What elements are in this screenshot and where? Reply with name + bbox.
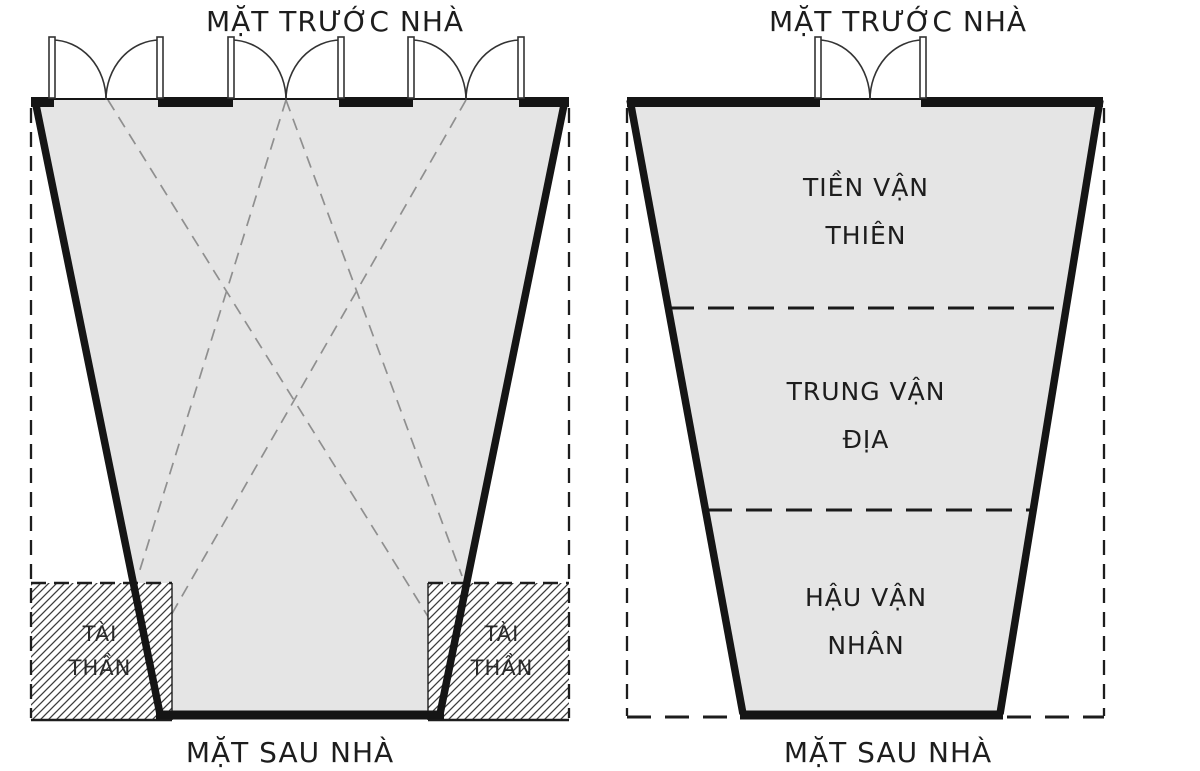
- right-plan: MẶT TRƯỚC NHÀ MẶT SAU NHÀ TIỀN VẬN THIÊN…: [625, 4, 1106, 769]
- right-back-label: MẶT SAU NHÀ: [784, 735, 992, 769]
- section-hau-van-line1: HẬU VẬN: [805, 583, 927, 612]
- left-trapezoid-walls: [31, 97, 569, 720]
- door1-left-leaf: [48, 36, 56, 99]
- sight-line-door2-left: [137, 99, 287, 577]
- door1-right-swing-arc: [105, 39, 161, 101]
- section-hau-van-line2: NHÂN: [827, 631, 904, 660]
- left-front-label: MẶT TRƯỚC NHÀ: [206, 4, 464, 38]
- section-trung-van-line2: ĐỊA: [843, 425, 890, 454]
- left-plot-dashed-rect: [29, 108, 571, 718]
- right-trapezoid-fill: [630, 100, 1100, 716]
- door3-left-swing-arc: [410, 39, 467, 101]
- door3-right-leaf: [517, 36, 525, 99]
- left-corner-label-line1: TÀI: [82, 621, 118, 646]
- wall-right-slant: [996, 99, 1104, 715]
- section-tien-van-line2: THIÊN: [825, 221, 907, 250]
- wall-right-slant: [436, 99, 569, 715]
- left-plan: MẶT TRƯỚC NHÀ MẶT SAU NHÀ TÀI THẦN TÀI T…: [29, 4, 571, 769]
- door2-right-swing-arc: [285, 39, 342, 101]
- door-right-leaf: [919, 36, 927, 99]
- right-corner-label-line2: THẦN: [470, 653, 534, 680]
- right-front-label: MẶT TRƯỚC NHÀ: [769, 4, 1027, 38]
- door3-right-swing-arc: [465, 39, 522, 101]
- sight-line-door3-left: [149, 99, 467, 653]
- door1-left-swing-arc: [51, 39, 107, 101]
- section-tien-van-line1: TIỀN VẬN: [802, 170, 929, 202]
- left-doors: [48, 36, 525, 101]
- left-trapezoid-fill: [35, 100, 565, 716]
- door2-left-leaf: [227, 36, 235, 99]
- left-back-label: MẶT SAU NHÀ: [186, 735, 394, 769]
- door1-right-leaf: [156, 36, 164, 99]
- door3-left-leaf: [407, 36, 415, 99]
- sight-line-door2-right: [285, 99, 463, 577]
- door-right-swing-arc: [869, 39, 924, 101]
- section-dividers: [668, 306, 1067, 512]
- right-door: [814, 36, 927, 101]
- wall-left-slant: [626, 99, 747, 715]
- sight-line-door1-right: [107, 99, 451, 653]
- right-corner-label-line1: TÀI: [484, 621, 520, 646]
- wall-left-slant: [31, 99, 164, 715]
- right-trapezoid-walls: [626, 97, 1104, 720]
- door2-left-swing-arc: [230, 39, 287, 101]
- left-corner-label-line2: THẦN: [68, 653, 132, 680]
- door-left-leaf: [814, 36, 822, 99]
- door-left-swing-arc: [817, 39, 871, 101]
- door2-right-leaf: [337, 36, 345, 99]
- section-trung-van-line1: TRUNG VẬN: [786, 377, 946, 406]
- door-sight-lines: [107, 99, 467, 653]
